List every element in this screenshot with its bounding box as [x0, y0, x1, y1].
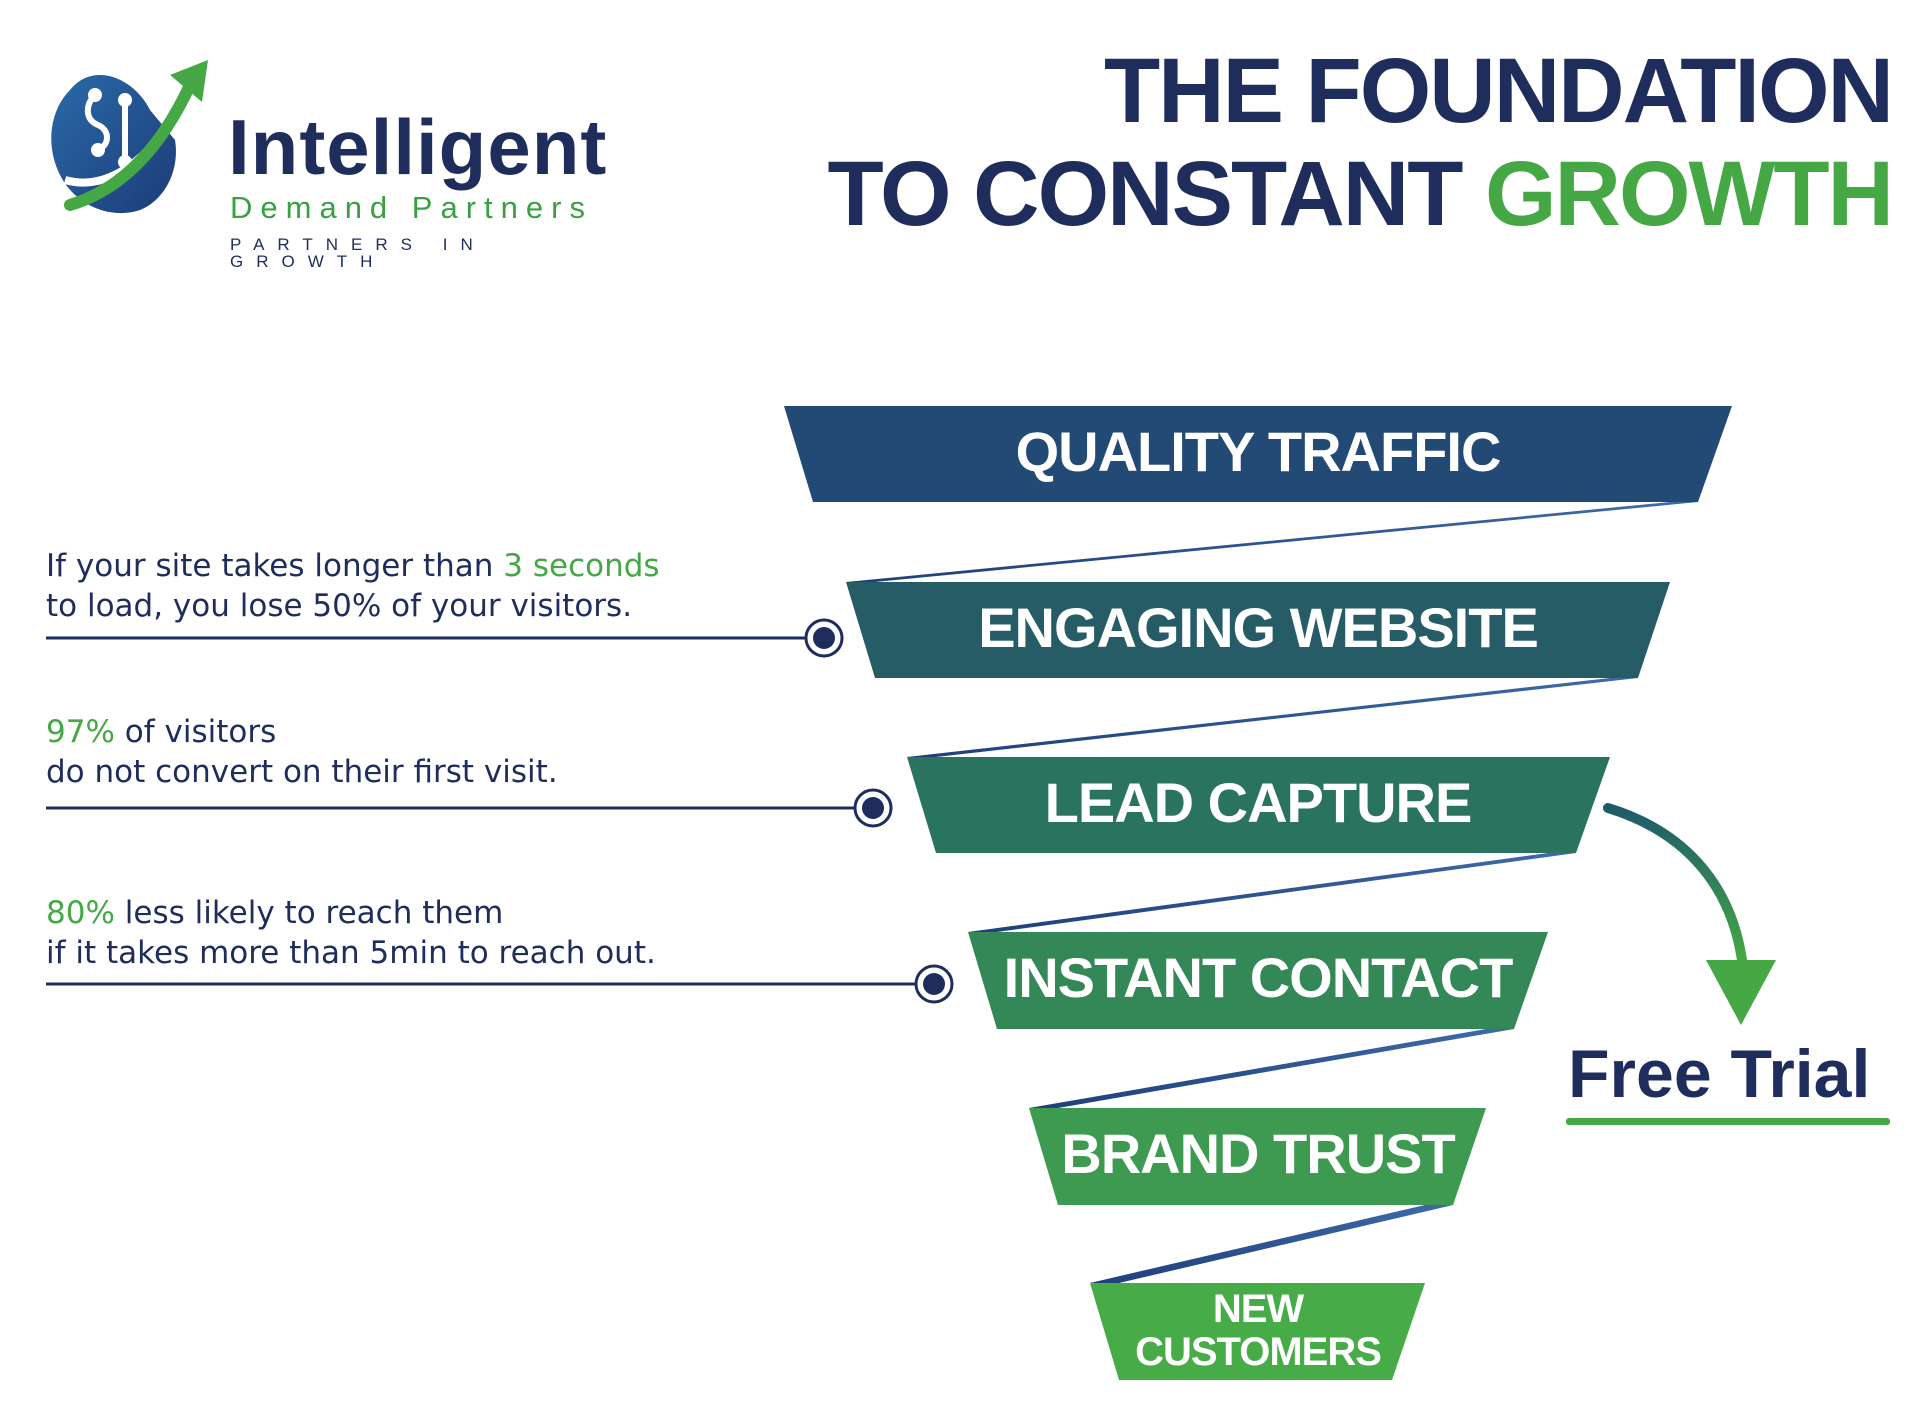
title-line-1: THE FOUNDATION [1103, 40, 1894, 142]
funnel-band [1029, 1108, 1486, 1205]
brain-growth-icon [51, 60, 208, 214]
brand-name: Intelligent [228, 103, 608, 191]
brand-tagline: PARTNERS IN GROWTH [230, 235, 486, 271]
stage-label: ENGAGING WEBSITE [978, 596, 1538, 659]
funnel-ribbon [907, 678, 1638, 757]
stat-conversion: 97% of visitors do not convert on their … [46, 712, 558, 792]
funnel-band [784, 406, 1732, 502]
stat-load-time: If your site takes longer than 3 seconds… [46, 546, 660, 626]
stat-highlight: 80% [46, 895, 115, 931]
stat-line-1: 80% less likely to reach them [46, 893, 656, 933]
funnel-band [968, 932, 1548, 1029]
stat-connector-3 [46, 964, 954, 1004]
title-accent: GROWTH [1484, 143, 1894, 245]
funnel-band [907, 757, 1610, 853]
stage-label: QUALITY TRAFFIC [1016, 420, 1501, 483]
funnel-stage-lead-capture: LEAD CAPTURE [907, 757, 1610, 853]
stat-line-2: if it takes more than 5min to reach out. [46, 935, 656, 971]
funnel-stage-brand-trust: BRAND TRUST [1029, 1108, 1486, 1205]
title-line-2: TO CONSTANT GROWTH [827, 143, 1895, 246]
stat-connector-2 [46, 788, 893, 828]
stage-label-line-1: NEW [1213, 1287, 1305, 1331]
stat-text: of visitors [114, 714, 277, 750]
stage-label: LEAD CAPTURE [1045, 771, 1472, 834]
funnel-stage-instant-contact: INSTANT CONTACT [968, 932, 1548, 1029]
stat-line-2: do not convert on their first visit. [46, 754, 558, 790]
funnel-ribbon [1029, 1029, 1514, 1108]
funnel-ribbon [1090, 1205, 1453, 1283]
stat-highlight: 3 seconds [503, 548, 660, 584]
stat-line-1: If your site takes longer than 3 seconds [46, 546, 660, 586]
funnel-band [1090, 1283, 1425, 1380]
curved-arrow-icon [1603, 803, 1776, 1025]
funnel-ribbon [846, 502, 1698, 582]
page-title: THE FOUNDATION TO CONSTANT GROWTH [827, 40, 1895, 246]
funnel-band [846, 582, 1670, 678]
stage-label: BRAND TRUST [1061, 1122, 1455, 1185]
funnel-stage-new-customers: NEW CUSTOMERS [1090, 1283, 1425, 1380]
brand-logo: Intelligent Demand Partners PARTNERS IN … [40, 50, 620, 270]
free-trial-link[interactable]: Free Trial [1568, 1036, 1871, 1112]
stat-connector-1 [46, 618, 844, 658]
stat-highlight: 97% [46, 714, 115, 750]
stat-line-2: to load, you lose 50% of your visitors. [46, 588, 633, 624]
stage-label-line-2: CUSTOMERS [1135, 1330, 1381, 1374]
stat-text: less likely to reach them [114, 895, 504, 931]
stat-text: If your site takes longer than [46, 548, 504, 584]
funnel-stage-quality-traffic: QUALITY TRAFFIC [784, 406, 1732, 502]
free-trial-underline [1566, 1118, 1890, 1125]
stat-line-1: 97% of visitors [46, 712, 558, 752]
title-line-2-prefix: TO CONSTANT [827, 143, 1485, 245]
funnel-ribbon [968, 853, 1576, 932]
stage-label: INSTANT CONTACT [1004, 946, 1513, 1009]
brand-subtitle: Demand Partners [230, 190, 593, 225]
funnel-stage-engaging-website: ENGAGING WEBSITE [846, 582, 1670, 678]
stat-response-time: 80% less likely to reach them if it take… [46, 893, 656, 973]
